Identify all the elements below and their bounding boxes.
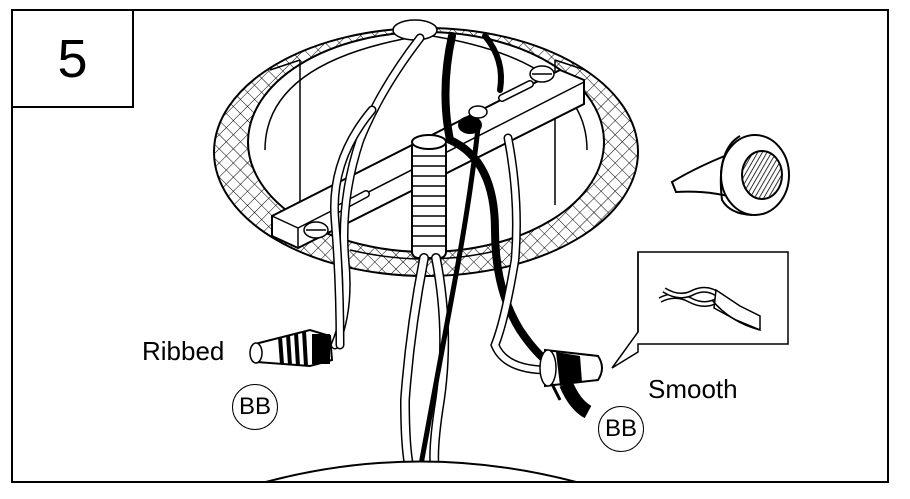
- threaded-nipple: [411, 134, 447, 259]
- step-number: 5: [11, 9, 134, 108]
- wire-connector-icon: [249, 328, 334, 368]
- ribbed-label: Ribbed: [142, 336, 225, 366]
- fixture-bowl: [265, 460, 577, 481]
- house-wires: [330, 32, 564, 374]
- wire-connector-icon: [539, 348, 603, 419]
- bb-badge-right: BB: [598, 406, 644, 452]
- fixture-wires: [329, 105, 553, 475]
- bb-badge-left: BB: [232, 384, 278, 430]
- smooth-label: Smooth: [648, 374, 738, 404]
- twisted-wire-detail-icon: [611, 251, 789, 369]
- electrical-tape-roll-icon: [670, 134, 790, 216]
